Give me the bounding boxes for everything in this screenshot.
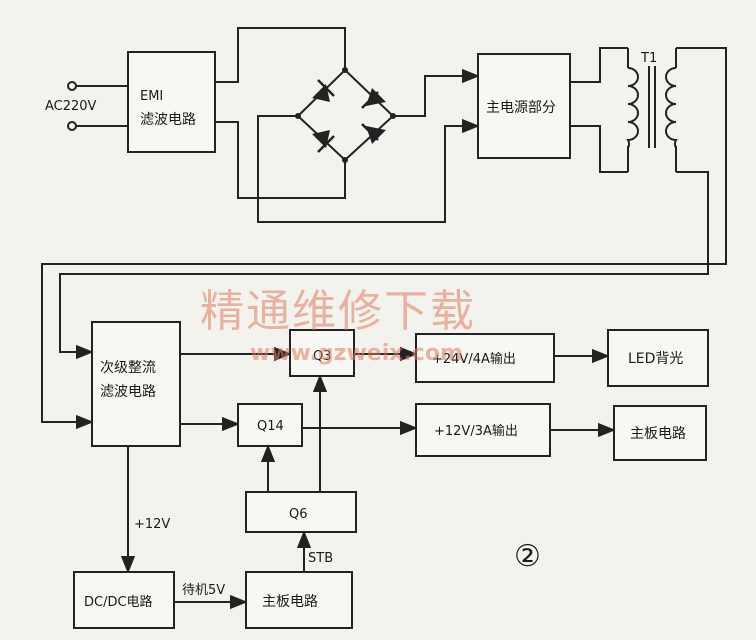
secondary-label-1: 次级整流: [100, 360, 156, 376]
out-24v-box: [415, 333, 555, 383]
figure-number: ②: [514, 539, 541, 574]
terminal-top-icon: [67, 81, 77, 91]
watermark-title: 精通维修下载: [200, 286, 476, 337]
emi-filter-block: EMI 滤波电路: [127, 51, 216, 153]
q14-label: Q14: [257, 419, 284, 434]
dcdc-label: DC/DC电路: [84, 594, 153, 610]
dcdc-box: [73, 571, 175, 629]
emi-label-1: EMI: [140, 89, 163, 104]
led-label: LED背光: [628, 351, 683, 367]
main-power-box: [477, 53, 571, 159]
watermark-url: www.gzweix.com: [250, 341, 463, 366]
bridge-to-main-minus: [257, 115, 480, 223]
mainboard-bottom-box: [245, 571, 353, 629]
secondary-box: [91, 321, 181, 447]
out-24v-label: +24V/4A输出: [432, 351, 516, 367]
bridge-to-main-plus: [393, 68, 480, 117]
standby5v-label: 待机5V: [182, 583, 225, 598]
mainboard-bottom-block: 主板电路: [245, 571, 353, 629]
mainboard-right-box: [613, 405, 707, 461]
main-to-primary-bottom: [570, 125, 628, 173]
out-12v-block: +12V/3A输出: [415, 403, 551, 457]
secondary-feed-outer: [41, 47, 727, 430]
mainboard-right-block: 主板电路: [613, 405, 707, 461]
transformer-icon: [626, 48, 678, 172]
mainboard-bottom-label: 主板电路: [262, 594, 318, 610]
mainboard-right-label: 主板电路: [630, 426, 686, 442]
q3-label: Q3: [313, 349, 332, 364]
main-power-label: 主电源部分: [486, 100, 556, 116]
led-backlight-block: LED背光: [607, 329, 709, 387]
bridge-rectifier-icon: [295, 67, 396, 163]
ac-input: AC220V: [45, 81, 128, 131]
q6-control-block: Q6: [245, 491, 357, 533]
q3-switch-block: Q3: [289, 329, 355, 377]
secondary-rectifier-block: 次级整流 滤波电路: [91, 321, 181, 447]
secondary-label-2: 滤波电路: [100, 384, 156, 400]
ac-label: AC220V: [45, 99, 97, 114]
main-to-primary-top: [570, 47, 628, 83]
emi-to-bridge-bottom: [215, 121, 346, 199]
plus12v-label: +12V: [134, 517, 170, 532]
out-24v-block: +24V/4A输出: [415, 333, 555, 383]
transformer-label: T1: [640, 51, 657, 66]
q14-switch-block: Q14: [237, 403, 303, 447]
out-12v-label: +12V/3A输出: [434, 423, 518, 439]
stb-label: STB: [308, 551, 333, 566]
q6-label: Q6: [289, 507, 308, 522]
dcdc-block: DC/DC电路: [73, 571, 175, 629]
emi-to-bridge-top: [215, 27, 346, 83]
emi-box: [127, 51, 216, 153]
led-box: [607, 329, 709, 387]
secondary-feed-inner: [59, 171, 709, 360]
terminal-bottom-icon: [67, 121, 77, 131]
q3-box: [289, 329, 355, 377]
emi-label-2: 滤波电路: [140, 112, 196, 128]
main-power-block: 主电源部分: [477, 53, 571, 159]
